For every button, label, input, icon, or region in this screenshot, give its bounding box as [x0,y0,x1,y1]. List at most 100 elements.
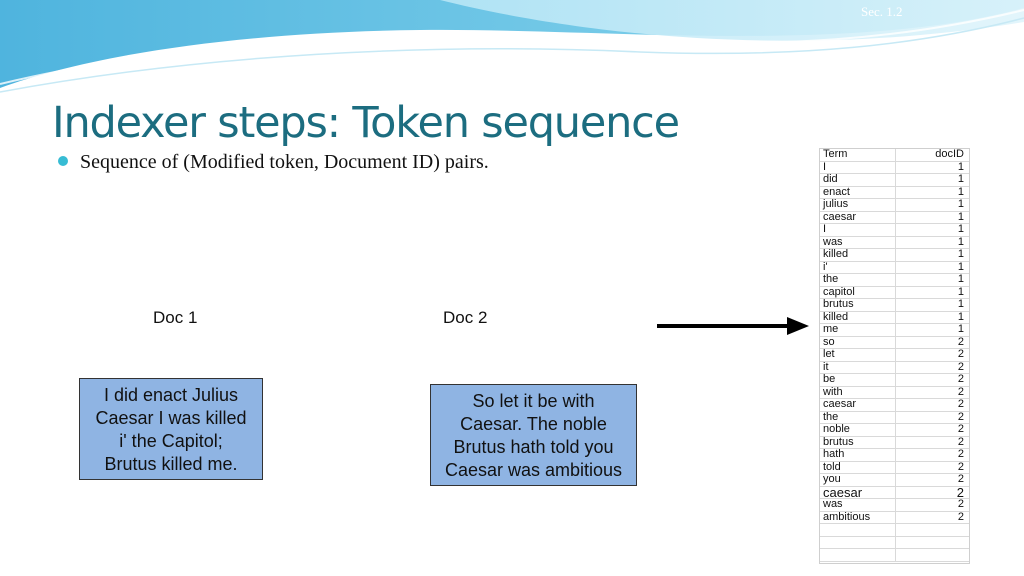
term-cell: hath [820,448,896,462]
docid-cell: 1 [895,273,969,287]
empty-cell [820,536,896,549]
docid-cell: 1 [895,298,969,312]
docid-cell: 1 [895,211,969,224]
section-label: Sec. 1.2 [861,4,903,19]
doc2-line: So let it be with [472,391,595,411]
term-header: Term [820,149,896,162]
term-cell: the [820,411,896,424]
empty-table-row [820,548,969,562]
term-cell: capitol [820,286,896,299]
term-cell: caesar [820,398,896,412]
empty-cell [895,536,969,549]
docid-cell: 2 [895,348,969,362]
term-cell: was [820,236,896,249]
docid-cell: 2 [895,373,969,387]
doc2-line: Brutus hath told you [453,437,614,457]
term-cell: killed [820,311,896,324]
term-cell: me [820,323,896,337]
docid-cell: 1 [895,311,969,324]
docid-cell: 2 [895,473,969,487]
term-cell: brutus [820,436,896,449]
docid-cell: 1 [895,161,969,174]
bullet-dot-icon [58,156,68,166]
term-cell: ambitious [820,511,896,524]
docid-cell: 2 [895,386,969,399]
docid-cell: 2 [895,448,969,462]
term-cell: brutus [820,298,896,312]
doc1-line: I did enact Julius [103,385,239,405]
table-header-row: Term docID [820,149,969,162]
term-cell: be [820,373,896,387]
docid-cell: 1 [895,186,969,199]
doc1-line: Caesar I was killed [95,408,247,428]
docid-cell: 2 [895,398,969,412]
doc1-text-box: I did enact Julius Caesar I was killed i… [79,378,263,480]
empty-table-row [820,536,969,549]
term-cell: the [820,273,896,287]
doc1-line: Brutus killed me. [104,454,238,474]
doc2-line: Caesar was ambitious [444,460,623,480]
docid-cell: 1 [895,223,969,237]
term-cell: with [820,386,896,399]
term-cell: I [820,161,896,174]
docid-cell: 2 [895,498,969,512]
term-cell: caesar [820,486,896,499]
slide-title: Indexer steps: Token sequence [52,98,680,148]
docid-cell: 1 [895,173,969,187]
term-cell: julius [820,198,896,212]
term-cell: killed [820,248,896,262]
bullet-text: Sequence of (Modified token, Document ID… [80,151,489,173]
term-cell: so [820,336,896,349]
empty-cell [895,548,969,562]
empty-table-row [820,523,969,537]
docid-cell: 1 [895,248,969,262]
header-wave-decoration [0,0,1024,93]
empty-cell [820,548,896,562]
term-cell: was [820,498,896,512]
term-cell: told [820,461,896,474]
docid-cell: 1 [895,198,969,212]
docid-cell: 2 [895,486,969,499]
doc2-text-box: So let it be with Caesar. The noble Brut… [430,384,637,486]
term-cell: noble [820,423,896,437]
term-cell: I [820,223,896,237]
term-cell: i' [820,261,896,274]
docid-cell: 2 [895,511,969,524]
docid-cell: 2 [895,423,969,437]
docid-cell: 1 [895,286,969,299]
docid-header: docID [895,149,969,162]
docid-cell: 1 [895,261,969,274]
docid-cell: 2 [895,411,969,424]
term-cell: enact [820,186,896,199]
docid-cell: 2 [895,461,969,474]
docid-cell: 2 [895,436,969,449]
docid-cell: 1 [895,236,969,249]
doc2-label: Doc 2 [443,308,488,327]
bullet-point: Sequence of (Modified token, Document ID… [58,151,489,174]
docid-cell: 1 [895,323,969,337]
term-cell: caesar [820,211,896,224]
